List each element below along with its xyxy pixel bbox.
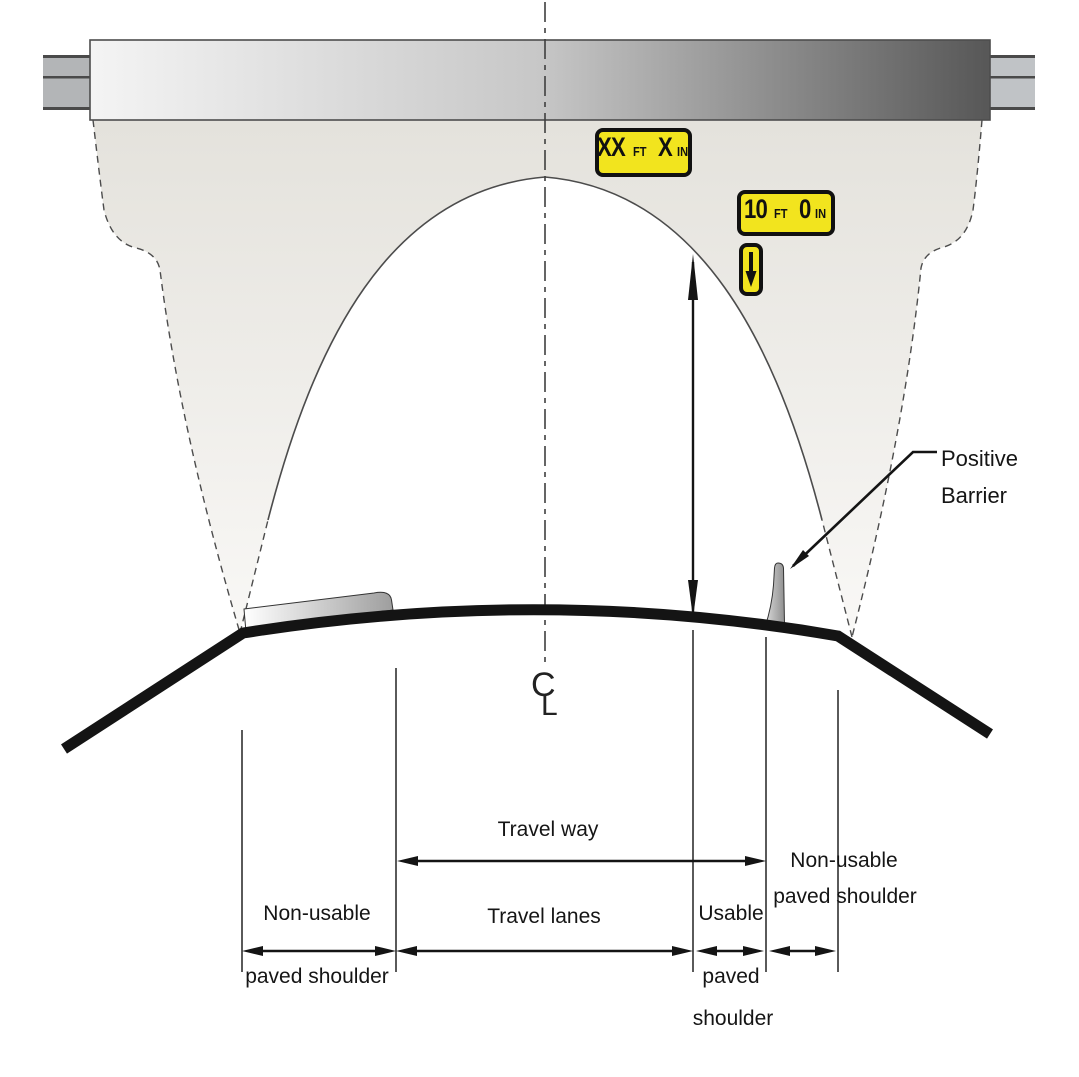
arch-left-tip-edge xyxy=(239,519,269,634)
centerline-symbol-c: C xyxy=(531,666,556,704)
positive-barrier xyxy=(764,562,786,628)
right-non-usable-shoulder-dimension xyxy=(769,946,836,956)
roadway-surface xyxy=(61,604,993,754)
inch-unit-label: IN xyxy=(676,144,689,159)
usable-shoulder-label-line3: shoulder xyxy=(692,1007,774,1030)
left-bridge-rail xyxy=(43,55,90,110)
feet-unit-label: FT xyxy=(774,206,788,221)
unposted-clearance-sign: XX FT X IN xyxy=(595,128,692,177)
clearance-feet-value: XX xyxy=(597,132,626,162)
right-shoulder-label-line2: paved shoulder xyxy=(773,885,917,908)
travel-way-dimension xyxy=(397,856,766,866)
positive-barrier-label-line2: Barrier xyxy=(941,483,1008,508)
left-shoulder-label-line1: Non-usable xyxy=(263,902,371,925)
positive-barrier-label-line1: Positive xyxy=(941,446,1019,471)
clearance-inch-value: X xyxy=(657,132,673,162)
usable-shoulder-dimension xyxy=(696,946,764,956)
pier-left-outer-edge xyxy=(92,119,241,634)
left-shoulder-label-line2: paved shoulder xyxy=(245,965,389,988)
travel-way-label: Travel way xyxy=(497,818,599,841)
centerline-symbol-l: L xyxy=(541,689,558,722)
vertical-clearance-arrow xyxy=(688,254,698,618)
extension-lines xyxy=(241,630,839,972)
down-arrow-sign xyxy=(739,243,763,296)
right-shoulder-label-line1: Non-usable xyxy=(790,849,898,872)
arch-right-tip-edge xyxy=(821,519,853,638)
positive-barrier-leader xyxy=(790,450,937,569)
left-non-usable-shoulder-dimension xyxy=(242,946,396,956)
inch-unit-label: IN xyxy=(814,206,827,221)
usable-shoulder-label-line2: paved xyxy=(702,965,760,988)
usable-shoulder-label-line1: Usable xyxy=(698,902,764,925)
right-bridge-rail xyxy=(990,55,1035,110)
pier-right-outer-edge xyxy=(851,119,983,638)
travel-lanes-dimension xyxy=(396,946,693,956)
positive-barrier-label: Positive Barrier xyxy=(941,440,1018,514)
feet-unit-label: FT xyxy=(633,144,647,159)
posted-clearance-sign: 10 FT 0 IN xyxy=(737,190,835,236)
clearance-feet-value: 10 xyxy=(744,194,768,224)
clearance-inch-value: 0 xyxy=(798,194,811,224)
bridge-substructure xyxy=(93,120,982,637)
down-arrow-icon xyxy=(745,252,757,287)
travel-lanes-label: Travel lanes xyxy=(487,905,601,928)
bridge-deck xyxy=(89,39,991,121)
